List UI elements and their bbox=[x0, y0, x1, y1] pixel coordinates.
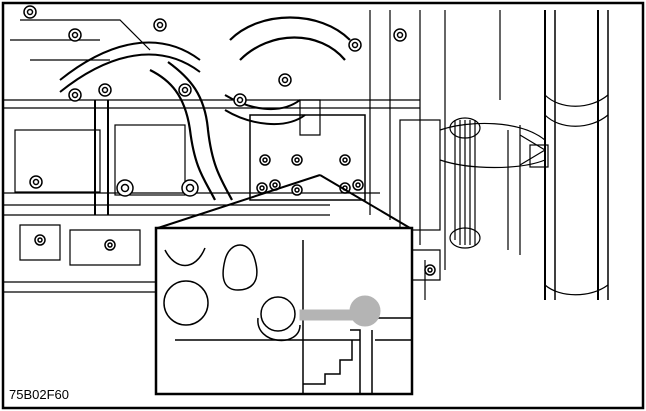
callout-leader bbox=[157, 174, 411, 229]
highlighted-oil-passage bbox=[299, 295, 381, 327]
figure-code: 75B02F60 bbox=[9, 387, 69, 402]
detail-inset bbox=[154, 226, 414, 396]
engine-background bbox=[4, 10, 609, 300]
